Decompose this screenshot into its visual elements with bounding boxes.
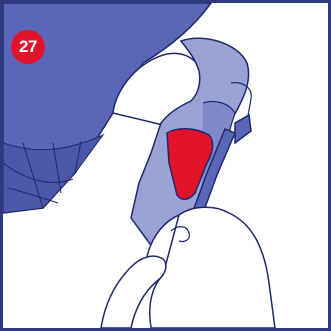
step-number: 27	[19, 37, 37, 57]
instruction-illustration	[3, 3, 328, 328]
step-number-badge: 27	[11, 30, 45, 64]
hand-icon	[101, 207, 275, 328]
